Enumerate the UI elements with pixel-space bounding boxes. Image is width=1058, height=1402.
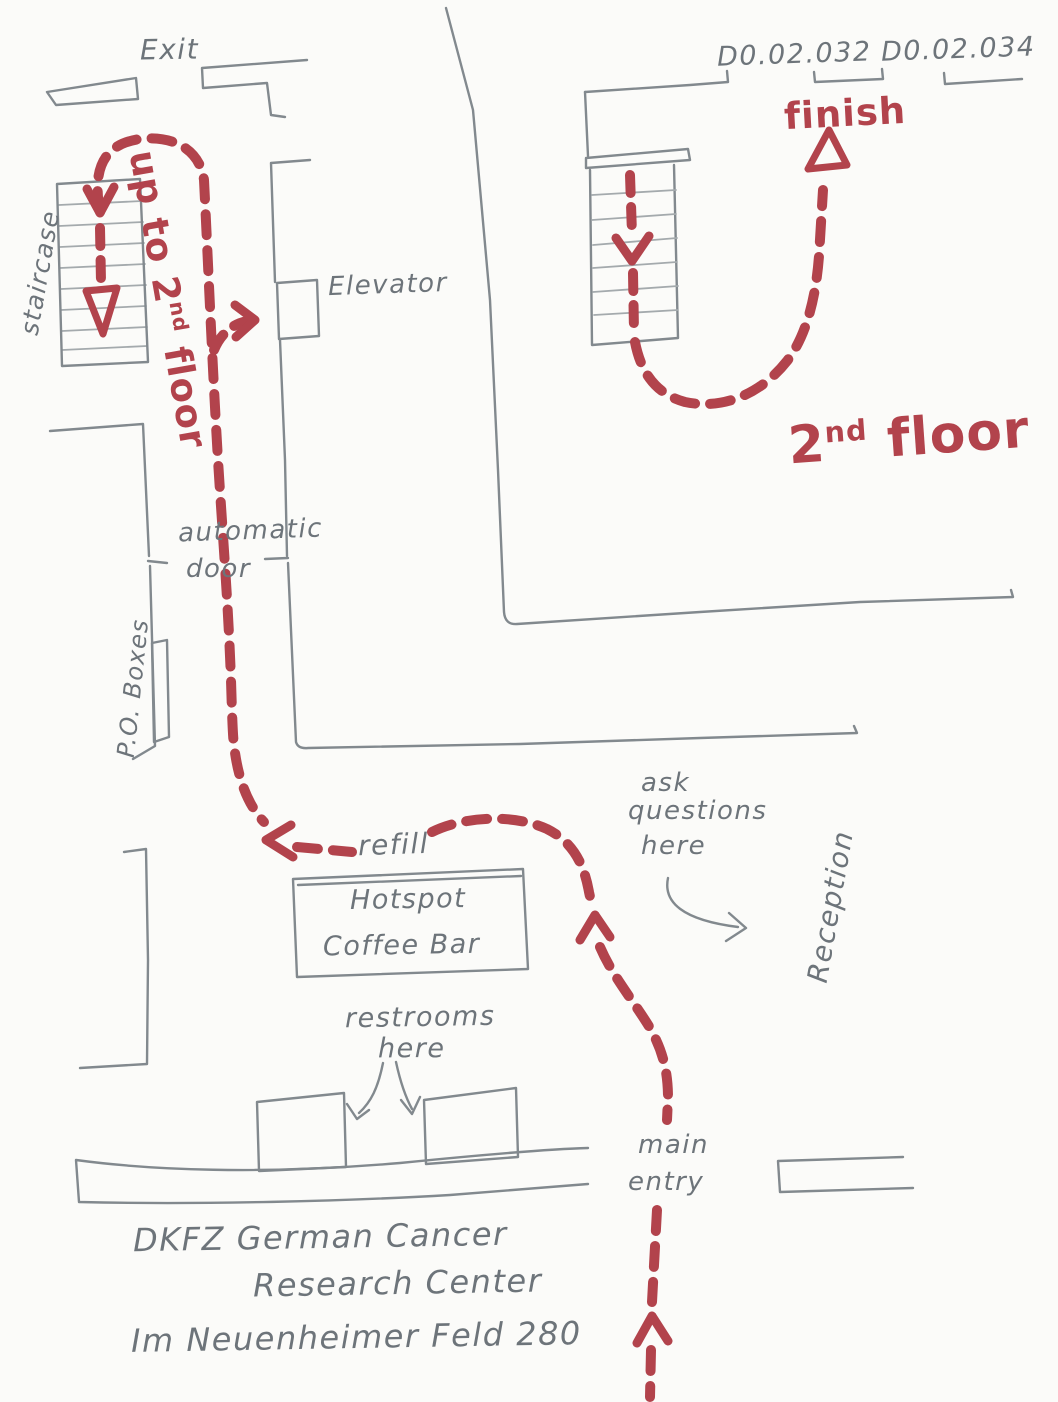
- po-boxes-box: [150, 638, 171, 744]
- elevator-label: Elevator: [327, 267, 449, 303]
- main-entry-label-line2: entry: [628, 1167, 705, 1197]
- second-floor-sup: nd: [823, 412, 869, 450]
- ground-staircase: [55, 177, 150, 368]
- stairs1-dashes: [95, 223, 106, 287]
- corridor-right-wall-to-lobby: [286, 561, 859, 750]
- auto-door-jamb-left: [146, 559, 169, 565]
- route-entry-curve: [595, 942, 673, 1125]
- lobby-left-wall: [78, 847, 150, 1070]
- stairs2-left-wall: [583, 90, 590, 158]
- restrooms-label-line2: here: [378, 1033, 446, 1064]
- second-floor-walls: [444, 6, 1024, 626]
- ground-floor-walls: [45, 58, 915, 1205]
- restroom-wall-band: [74, 1146, 590, 1205]
- ask-questions-arrow: [666, 876, 748, 943]
- inset-top-wall: [583, 69, 730, 94]
- stairs1-triangle-arrow: [82, 284, 121, 338]
- finish-triangle-arrow: [804, 126, 851, 173]
- exit-label: Exit: [139, 32, 200, 67]
- hotspot-label-line2: Coffee Bar: [322, 928, 481, 963]
- coffee-bar-box: [291, 867, 530, 979]
- room-label-d002034: D0.02.034: [880, 31, 1037, 68]
- corridor-right-wall-upper: [269, 158, 312, 284]
- restrooms-label-line1: restrooms: [344, 1000, 496, 1035]
- restrooms-arrow-right: [394, 1060, 422, 1116]
- route-arrowhead-up-lobby: [575, 910, 615, 945]
- route-to-finish-curve: [630, 185, 828, 410]
- exit-right-wall: [200, 58, 309, 119]
- ask-questions-label-line2: questions: [628, 796, 768, 826]
- route-second-floor: [611, 126, 851, 410]
- refill-label: refill: [357, 826, 430, 863]
- restrooms-arrow-left: [345, 1061, 385, 1121]
- automatic-door-label-line2: door: [186, 554, 252, 584]
- route-ground-floor: [82, 133, 673, 1402]
- ask-questions-label-line3: here: [641, 831, 707, 861]
- door-bracket-right: [942, 71, 1024, 86]
- route-entry-start: [645, 1345, 656, 1402]
- footer-line1: DKFZ German Cancer: [132, 1214, 508, 1260]
- route-arrowhead-elevator: [230, 300, 260, 342]
- pencil-arrows: [345, 876, 748, 1121]
- restroom-box-right: [422, 1086, 520, 1166]
- door-bracket-mid: [812, 67, 885, 84]
- hotspot-label-line1: Hotspot: [349, 882, 467, 917]
- room-label-d002032: D0.02.032: [716, 36, 873, 73]
- inset-boundary: [444, 6, 1015, 626]
- route-elevator-branch: [209, 316, 252, 355]
- corridor-left-wall-upper: [48, 422, 151, 558]
- second-floor-post: floor: [866, 399, 1032, 471]
- route-arrowhead-up-entry: [632, 1311, 673, 1348]
- finish-label: finish: [782, 88, 908, 139]
- stairs2-dashes-lower: [628, 268, 639, 337]
- stairs2-dashes-upper: [625, 170, 637, 239]
- restroom-box-left: [255, 1091, 348, 1173]
- auto-door-jamb-right: [263, 556, 290, 561]
- footer-line2: Research Center: [252, 1261, 543, 1305]
- stairs1-arrowhead-small: [82, 182, 119, 218]
- stairs2-arrowhead-down: [611, 231, 654, 266]
- route-arrowhead-left: [261, 820, 298, 862]
- up-to-2nd-floor-sup: nd: [164, 299, 194, 335]
- route-refill-right-segment: [427, 813, 597, 911]
- stairs1-box: [55, 177, 150, 368]
- route-entry-upper: [647, 1205, 662, 1307]
- footer-line3: Im Neuenheimer Feld 280: [130, 1314, 583, 1360]
- exit-left-wall: [45, 76, 140, 107]
- second-floor-pre: 2: [786, 413, 828, 477]
- route-staircase-to-lobby: [92, 133, 269, 827]
- entry-wall-right: [776, 1155, 915, 1194]
- elevator-box: [275, 278, 321, 341]
- automatic-door-label-line1: automatic: [177, 513, 324, 549]
- ask-questions-label-line1: ask: [641, 768, 691, 798]
- corridor-right-wall-lower: [278, 338, 289, 558]
- stairs2-landing: [584, 147, 692, 170]
- main-entry-label-line1: main: [638, 1130, 709, 1160]
- corridor-left-wall-lower: [131, 564, 157, 761]
- route-refill-left-segment: [292, 842, 357, 857]
